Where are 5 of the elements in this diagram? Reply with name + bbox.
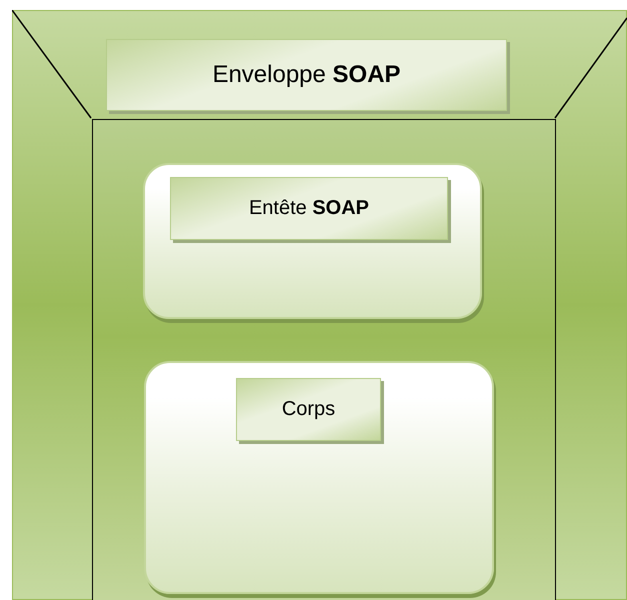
title-label: Enveloppe SOAP xyxy=(106,39,507,111)
inner-panel xyxy=(92,119,556,600)
section-label: Entête SOAP xyxy=(170,177,448,240)
envelope-frame xyxy=(12,10,627,600)
section-label: Corps xyxy=(236,378,381,441)
